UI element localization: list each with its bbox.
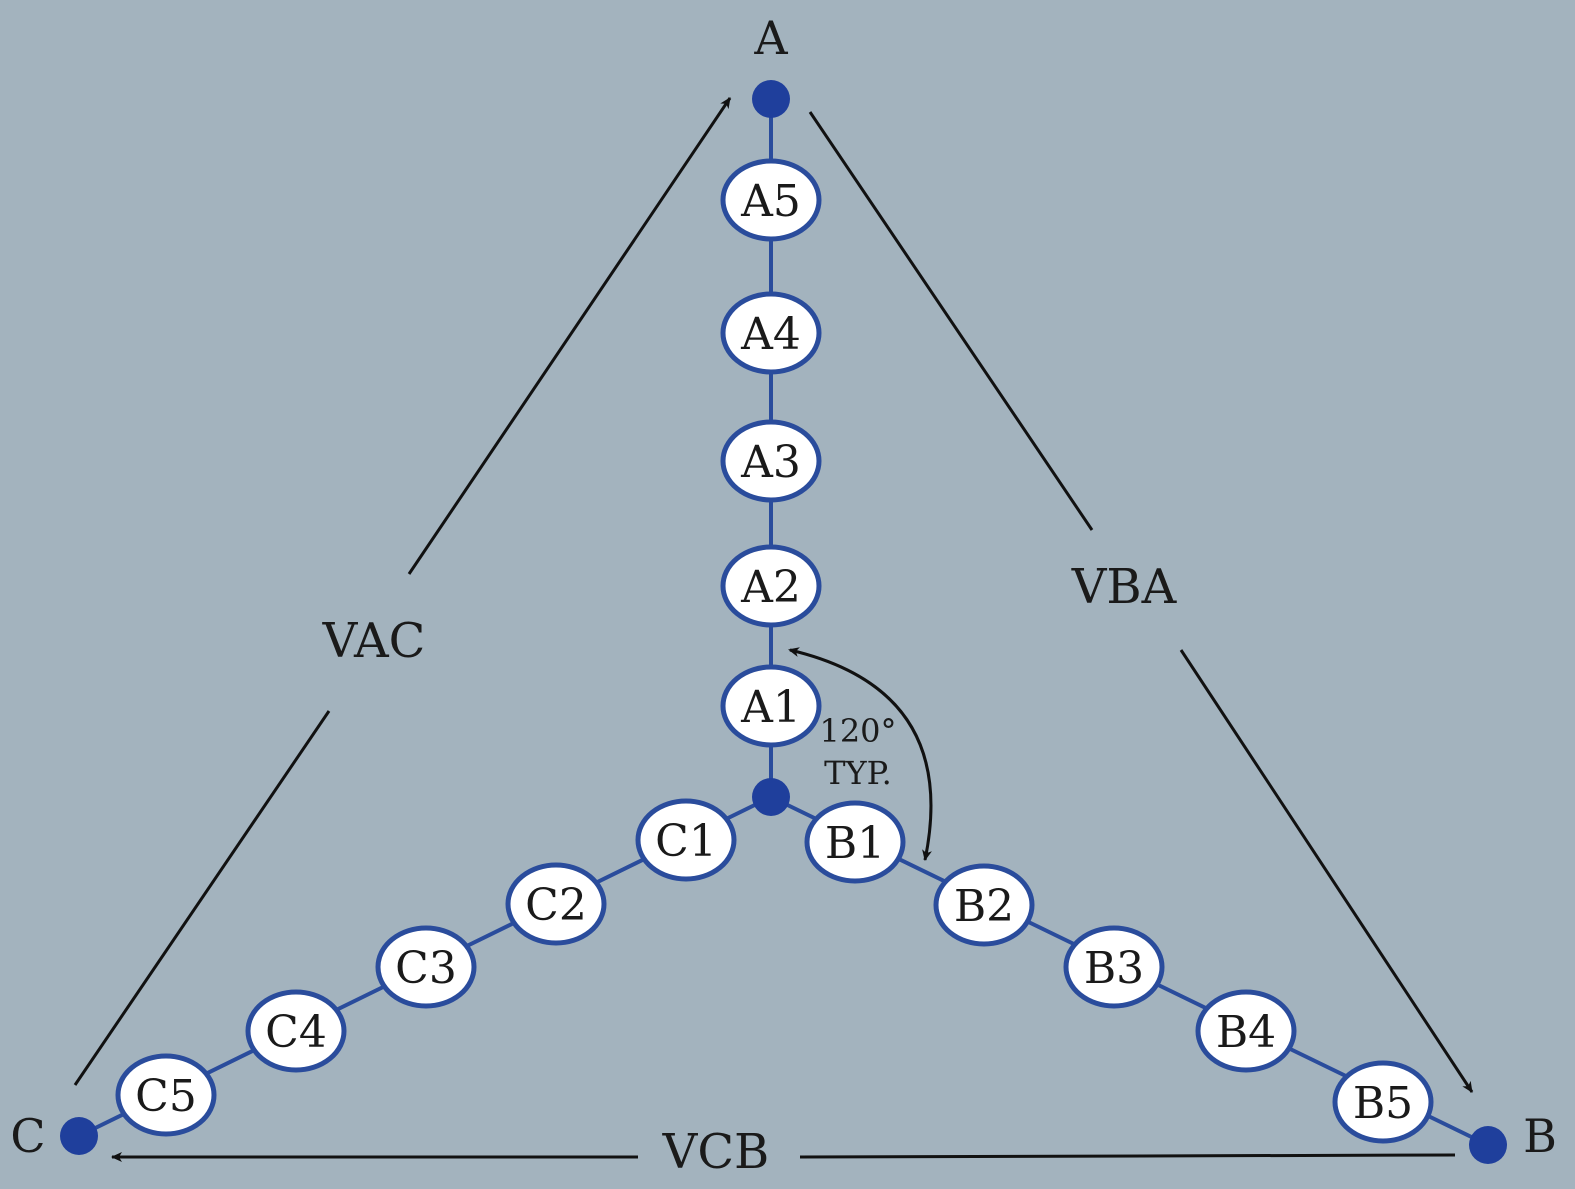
svg-text:A5: A5 [740,176,801,227]
coil-b5: B5 [1332,1060,1434,1144]
svg-text:B4: B4 [1216,1007,1276,1058]
svg-text:A4: A4 [740,309,801,360]
vba-label: VBA [1071,559,1178,615]
svg-text:C4: C4 [265,1007,327,1058]
coil-b1: B1 [804,800,906,884]
coil-b4: B4 [1195,989,1297,1073]
coil-c5: C5 [115,1053,217,1137]
svg-text:C5: C5 [135,1071,197,1122]
terminal-b-label: B [1523,1109,1557,1163]
angle-arc-arrow [788,647,933,861]
coil-c3: C3 [375,925,477,1009]
vba-arrow-head [1179,649,1474,1093]
svg-text:B3: B3 [1084,943,1144,994]
terminal-c-dot [60,1117,98,1155]
svg-text:A1: A1 [740,682,801,733]
coil-c4: C4 [245,989,347,1073]
terminal-a-label: A [753,11,788,65]
svg-text:C1: C1 [655,816,717,867]
coil-b3: B3 [1063,925,1165,1009]
svg-text:A3: A3 [740,437,801,488]
svg-text:B1: B1 [825,818,885,869]
vac-label: VAC [322,613,426,669]
coil-b2: B2 [933,863,1035,947]
angle-value-label: 120° [819,712,896,750]
coil-a3: A3 [720,419,822,503]
svg-text:C3: C3 [395,943,457,994]
vac-arrow-tail [73,710,331,1086]
terminal-a-dot [752,80,790,118]
vcb-label: VCB [662,1124,770,1180]
coil-c2: C2 [505,862,607,946]
coil-c1: C1 [635,798,737,882]
svg-text:C2: C2 [525,880,587,931]
svg-text:A2: A2 [740,562,801,613]
coil-a4: A4 [720,291,822,375]
terminal-b-dot [1469,1126,1507,1164]
vac-arrow-head [407,97,732,575]
vcb-arrow-tail [799,1153,1456,1159]
coil-a1: A1 [720,664,822,748]
terminal-c-label: C [10,1109,45,1163]
neutral-dot [752,778,790,816]
coil-a2: A2 [720,544,822,628]
svg-text:B5: B5 [1353,1078,1413,1129]
vba-arrow-tail [808,111,1094,531]
angle-note-label: TYP. [824,754,892,792]
svg-text:B2: B2 [954,881,1014,932]
coil-a5: A5 [720,158,822,242]
